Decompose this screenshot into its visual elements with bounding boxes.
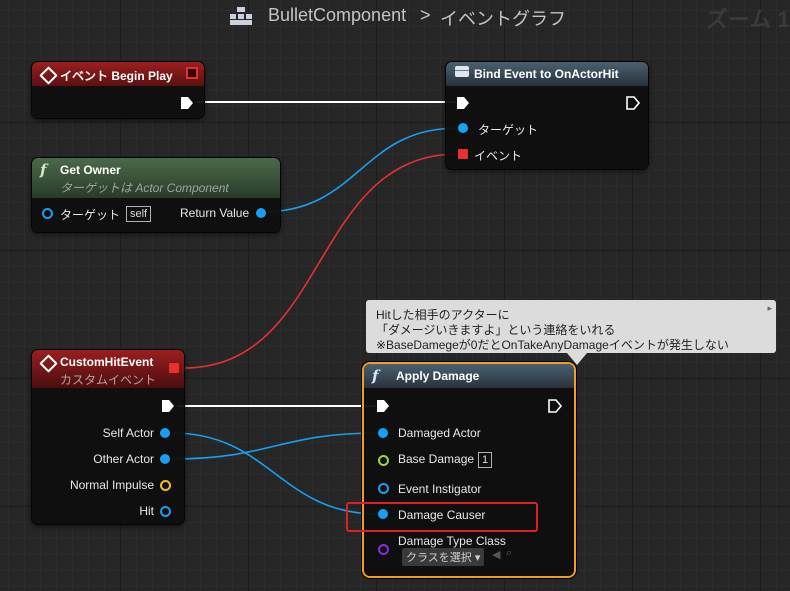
target-label: ターゲット — [60, 208, 121, 222]
comment-pin-icon[interactable]: ▸ — [767, 303, 772, 313]
hit-label: Hit — [139, 504, 154, 518]
browse-icon[interactable]: ⌕ — [506, 547, 513, 559]
zoom-label: ズーム 1 — [706, 7, 790, 32]
node-subtitle: ターゲットは Actor Component — [60, 181, 229, 195]
node-title: イベント Begin Play — [60, 69, 173, 83]
event-icon — [39, 354, 58, 373]
damage-causer-pin[interactable] — [378, 509, 388, 519]
event-label: イベント — [474, 149, 523, 163]
other-actor-pin[interactable] — [160, 454, 170, 464]
function-icon: f — [40, 161, 47, 179]
damaged-actor-pin[interactable] — [378, 428, 388, 438]
damaged-actor-label: Damaged Actor — [398, 426, 481, 440]
base-damage-input[interactable]: 1 — [478, 452, 492, 468]
node-get-owner[interactable]: f Get Owner ターゲットは Actor Component ターゲット… — [32, 158, 280, 232]
node-title: Apply Damage — [396, 369, 480, 383]
self-value[interactable]: self — [126, 206, 152, 222]
node-bind-event[interactable]: Bind Event to OnActorHit ターゲット イベント — [446, 62, 648, 169]
wire-other-to-damaged — [171, 432, 379, 460]
event-pin[interactable] — [458, 149, 468, 159]
node-title: Get Owner — [60, 163, 121, 177]
wire-owner-to-target — [261, 127, 459, 213]
return-value-pin[interactable] — [256, 208, 266, 218]
damage-causer-label: Damage Causer — [398, 508, 486, 522]
hit-pin[interactable] — [160, 506, 171, 517]
base-damage-label: Base Damage — [398, 452, 475, 466]
event-icon — [39, 66, 58, 85]
event-instigator-label: Event Instigator — [398, 482, 482, 496]
normal-impulse-label: Normal Impulse — [69, 478, 154, 492]
function-icon: f — [372, 367, 379, 385]
base-damage-pin[interactable] — [378, 455, 389, 466]
delegate-pin-icon[interactable] — [186, 67, 198, 79]
node-custom-hit-event[interactable]: CustomHitEvent カスタムイベント Self Actor Other… — [32, 350, 184, 524]
blueprint-icon — [230, 7, 252, 25]
node-title: CustomHitEvent — [60, 355, 154, 369]
comment-bubble[interactable]: Hitした相手のアクターに 「ダメージいきますよ」という連絡をいれる ※Base… — [366, 300, 776, 353]
bind-event-icon — [455, 66, 469, 77]
comment-tail — [567, 353, 587, 365]
node-event-begin-play[interactable]: イベント Begin Play — [32, 62, 204, 118]
breadcrumb-separator: > — [420, 5, 431, 25]
class-select-dropdown[interactable]: クラスを選択 ▾ — [402, 548, 485, 566]
return-value-label: Return Value — [180, 206, 250, 220]
damage-causer-highlight — [346, 502, 538, 532]
target-pin[interactable] — [458, 123, 468, 133]
comment-line-3: ※BaseDamegeが0だとOnTakeAnyDamageイベントが発生しない — [376, 338, 729, 352]
use-selected-icon[interactable]: ◀ — [492, 549, 501, 561]
comment-line-2: 「ダメージいきますよ」という連絡をいれる — [376, 323, 616, 337]
target-label: ターゲット — [478, 123, 539, 137]
node-subtitle: カスタムイベント — [60, 373, 157, 387]
comment-line-1: Hitした相手のアクターに — [376, 308, 510, 322]
breadcrumb-blueprint[interactable]: BulletComponent — [268, 5, 407, 25]
wire-self-to-causer — [171, 432, 379, 515]
normal-impulse-pin[interactable] — [160, 480, 171, 491]
damage-type-class-pin[interactable] — [378, 544, 389, 555]
other-actor-label: Other Actor — [93, 452, 154, 466]
delegate-pin[interactable] — [169, 363, 179, 373]
self-actor-label: Self Actor — [102, 426, 154, 440]
target-pin[interactable] — [42, 208, 53, 219]
wire-event-delegate — [182, 153, 459, 369]
event-instigator-pin[interactable] — [378, 483, 389, 494]
title-bar: BulletComponent > イベントグラフ ズーム 1 — [0, 0, 790, 34]
node-title: Bind Event to OnActorHit — [474, 67, 619, 81]
breadcrumb-graph[interactable]: イベントグラフ — [440, 9, 566, 29]
self-actor-pin[interactable] — [160, 428, 170, 438]
node-apply-damage[interactable]: f Apply Damage Damaged Actor Base Damage… — [364, 364, 574, 576]
damage-type-class-label: Damage Type Class — [398, 534, 506, 548]
